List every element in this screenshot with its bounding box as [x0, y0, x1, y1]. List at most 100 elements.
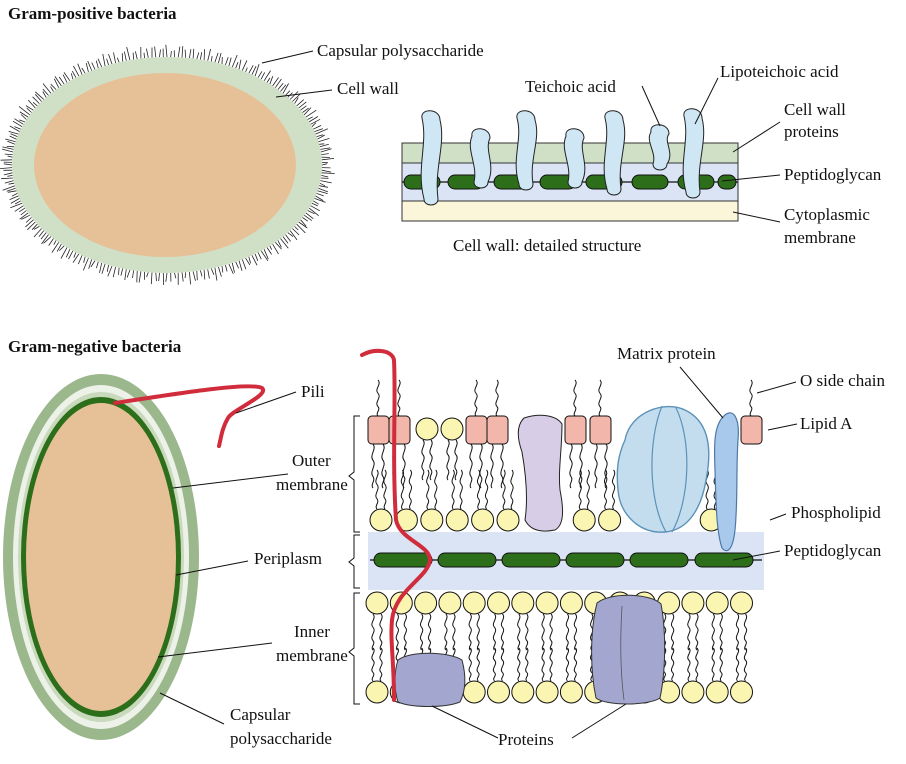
inner-protein-groove: [620, 605, 625, 701]
inner-phospholipid-head-bottom: [535, 680, 559, 704]
inner-phospholipid-tail: [711, 613, 715, 651]
inner-phospholipid-tail: [525, 647, 529, 682]
phospholipid-tail: [603, 469, 608, 510]
phospholipid-head: [415, 417, 439, 441]
cell-wall-proteins-label-1: Cell wall: [784, 100, 846, 119]
lipoteichoic-acid-label: Lipoteichoic acid: [720, 62, 839, 81]
lipid-a-leader: [767, 423, 798, 431]
inner-membrane-label-2: membrane: [276, 646, 348, 665]
inner-phospholipid-head-top: [487, 591, 510, 615]
outer-membrane-leader: [172, 473, 289, 489]
phospholipid-head: [572, 508, 596, 532]
inner-phospholipid-tail: [403, 613, 407, 651]
inner-phospholipid-head-top: [462, 591, 486, 615]
lipid-a-tail: [490, 443, 494, 489]
phospholipid-tail: [400, 469, 405, 510]
cytoplasmic-membrane-leader: [732, 211, 781, 223]
phospholipid-tail: [408, 469, 413, 510]
lipid-a-block: [486, 415, 509, 445]
inner-phospholipid-tail: [371, 647, 375, 682]
gn-cytoplasm: [26, 403, 176, 711]
inner-phospholipid-head-top: [705, 591, 729, 615]
inner-phospholipid-tail: [371, 613, 375, 651]
pili-leader: [235, 391, 297, 414]
inner-phospholipid-head-top: [559, 591, 583, 615]
gp-cell-wall-label: Cell wall: [337, 79, 399, 98]
phospholipid-tail: [476, 469, 481, 510]
lipid-a-block: [589, 415, 612, 445]
gp-peptidoglycan-label: Peptidoglycan: [784, 165, 882, 184]
lipoteichoic-acid-strand: [682, 108, 705, 199]
lipid-a-block: [465, 415, 488, 445]
gp-cell-wall-leader: [275, 89, 333, 98]
o-side-chain-label: O side chain: [800, 371, 885, 390]
outer-membrane-protein: [517, 414, 564, 532]
gp-capsule-fringe: [0, 44, 335, 286]
periplasm-leader: [175, 560, 249, 576]
inner-phospholipid-tail: [476, 647, 480, 682]
inner-phospholipid-head-bottom: [681, 680, 705, 704]
matrix-protein-barrel: [616, 405, 710, 533]
inner-phospholipid-tail: [444, 613, 448, 651]
inner-phospholipid-tail: [395, 613, 399, 651]
teichoic-acid-strand: [420, 110, 443, 206]
proteins-leader-right: [571, 703, 627, 739]
periplasm-bracket: [348, 534, 360, 589]
inner-phospholipid-tail: [695, 613, 699, 651]
gp-peptidoglycan-leader: [721, 174, 781, 182]
phospholipid-tail: [502, 469, 506, 510]
cytoplasmic-membrane-label-1: Cytoplasmic: [784, 205, 870, 224]
phospholipid-tail: [426, 469, 430, 510]
gn-pg-segment: [694, 552, 754, 568]
proteins-label: Proteins: [498, 730, 554, 749]
inner-phospholipid-head-bottom: [487, 680, 510, 704]
gram-negative-title: Gram-negative bacteria: [8, 337, 182, 356]
phospholipid-tail: [454, 439, 458, 481]
gn-pg-segment: [373, 552, 433, 568]
inner-membrane-leader: [157, 642, 273, 658]
inner-phospholipid-head-top: [535, 591, 559, 615]
phospholipid-head: [440, 417, 464, 441]
lipid-a-tail: [604, 443, 608, 489]
gn-peptidoglycan-label: Peptidoglycan: [784, 541, 882, 560]
gn-detail-pilus: [360, 348, 433, 702]
inner-phospholipid-tail: [549, 613, 553, 651]
inner-phospholipid-tail: [379, 613, 383, 651]
gp-pg-segment: [631, 174, 669, 190]
matrix-protein-leader: [679, 366, 724, 419]
inner-phospholipid-tail: [743, 647, 748, 682]
gn-cell-pilus: [113, 384, 265, 448]
o-side-chain: [474, 379, 478, 417]
matrix-protein-porin: [713, 412, 739, 552]
teichoic-acid-strand: [469, 128, 492, 189]
gp-wall-detail: [401, 108, 739, 222]
gp-pg-segment: [717, 174, 737, 190]
inner-phospholipid-tail: [500, 647, 505, 682]
inner-phospholipid-head-bottom: [511, 680, 535, 704]
o-side-chain: [397, 379, 401, 417]
inner-phospholipid-tail: [427, 613, 432, 651]
o-side-chain-leader: [756, 381, 797, 394]
inner-phospholipid-tail: [379, 647, 383, 682]
gram-negative-cell: [3, 374, 265, 740]
inner-phospholipid-head-top: [414, 591, 438, 615]
inner-phospholipid-tail: [565, 647, 570, 682]
lipid-a-tail: [469, 443, 473, 489]
lipid-a-tail: [479, 443, 483, 489]
phospholipid-head: [471, 508, 495, 532]
inner-membrane-label-1: Inner: [294, 622, 330, 641]
phospholipid-tail: [611, 469, 616, 510]
lipid-a-tail: [579, 443, 583, 489]
inner-phospholipid-tail: [687, 613, 691, 651]
lipoteichoic-leader: [694, 77, 719, 125]
gp-capsule-leader: [261, 50, 314, 64]
lipid-a-tail: [381, 443, 385, 489]
periplasm-label: Periplasm: [254, 549, 322, 568]
o-side-chain: [495, 379, 499, 417]
lipid-a-block: [367, 415, 390, 445]
gn-pg-segment: [629, 552, 689, 568]
phospholipid-tail: [429, 439, 433, 481]
inner-phospholipid-tail: [492, 647, 497, 682]
pili-label: Pili: [301, 382, 325, 401]
